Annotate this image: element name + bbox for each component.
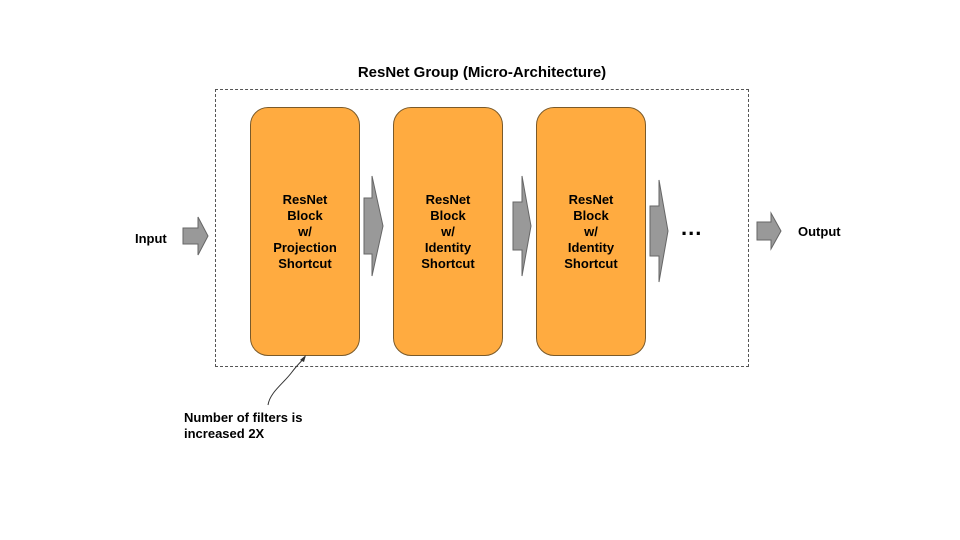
output-label: Output <box>798 224 841 239</box>
arrow-block2-to-block3 <box>512 175 532 277</box>
resnet-group-container <box>215 89 749 367</box>
annotation-arrowhead <box>300 355 306 362</box>
input-arrow <box>182 216 209 256</box>
continuation-ellipsis: ... <box>681 215 703 240</box>
group-title: ResNet Group (Micro-Architecture) <box>357 64 607 81</box>
annotation-leader-line <box>267 356 306 406</box>
output-arrow <box>756 211 782 251</box>
arrow-block3-to-continuation <box>649 179 669 283</box>
input-label: Input <box>135 231 167 246</box>
arrow-block1-to-block2 <box>363 175 384 277</box>
